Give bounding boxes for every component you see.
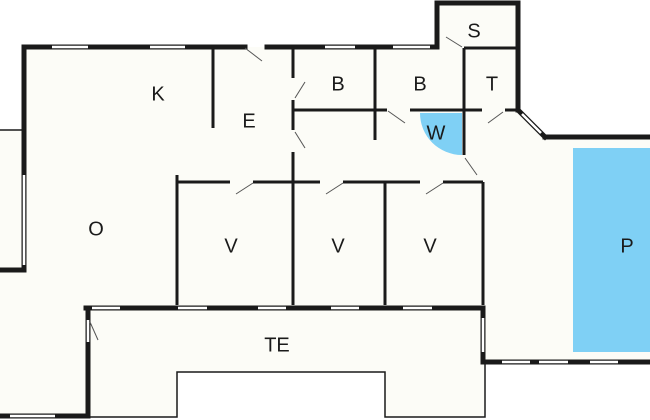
room-label-bedroom-2: V xyxy=(331,235,345,257)
room-label-toilet: T xyxy=(486,73,498,95)
interior-walls xyxy=(175,46,518,305)
door-swings xyxy=(89,36,504,341)
room-label-whirlpool: W xyxy=(427,122,446,144)
room-label-living: O xyxy=(88,218,104,240)
room-label-pool: P xyxy=(620,235,633,257)
terrace-notch xyxy=(178,373,384,420)
windows xyxy=(10,45,618,418)
room-label-bedroom-1: V xyxy=(224,235,238,257)
room-label-entrance: E xyxy=(242,110,255,132)
room-label-bedroom-3: V xyxy=(423,235,437,257)
room-label-storage: S xyxy=(467,20,480,42)
whirlpool xyxy=(420,113,462,155)
room-label-terrace: TE xyxy=(264,334,290,356)
outside-left-bottom xyxy=(0,272,86,415)
room-label-kitchen: K xyxy=(151,83,165,105)
room-label-bath-2: B xyxy=(413,73,426,95)
room-label-bath-1: B xyxy=(331,73,344,95)
pool xyxy=(573,148,650,352)
floor-area xyxy=(0,3,650,417)
outside-right-bottom xyxy=(484,364,650,420)
